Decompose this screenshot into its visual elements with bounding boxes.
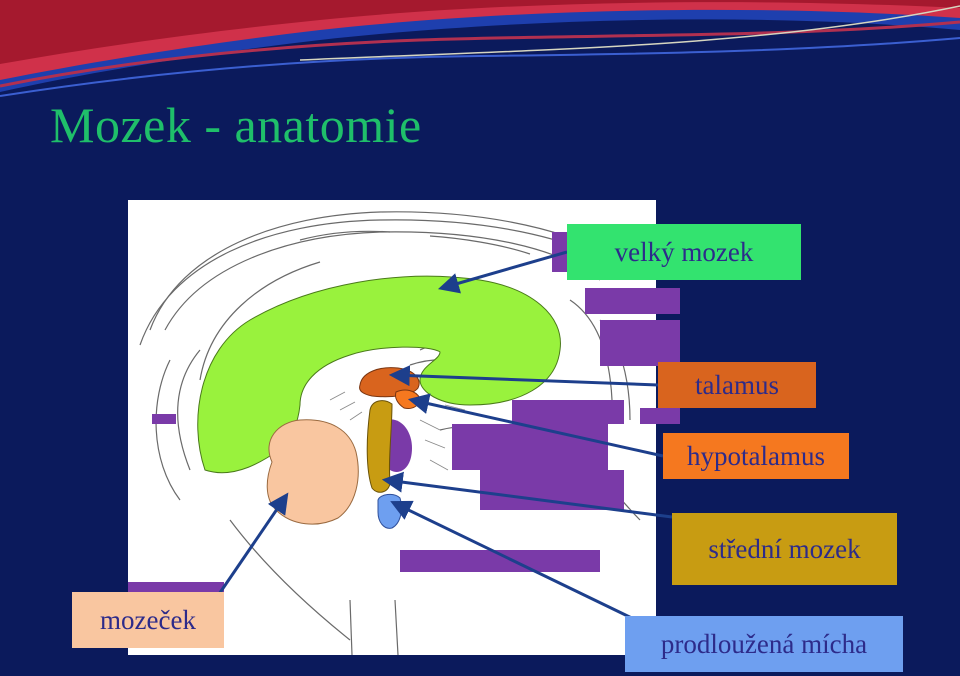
arrow-thalamus: [388, 365, 659, 387]
midbrain-region: [366, 400, 393, 493]
slide-title: Mozek - anatomie: [50, 97, 422, 153]
label-medulla: prodloužená mícha: [625, 616, 903, 672]
label-cerebrum: velký mozek: [567, 224, 801, 280]
label-midbrain: střední mozek: [672, 513, 897, 585]
pointer-arrows: [213, 250, 673, 624]
arrow-cerebellum: [213, 492, 289, 601]
arrow-hypothalamus: [407, 393, 664, 458]
header-swoosh: [0, 0, 960, 97]
label-covers: [128, 232, 680, 594]
cerebellum-region: [266, 419, 359, 525]
label-hypothalamus: hypotalamus: [663, 433, 849, 479]
arrow-cerebrum: [437, 250, 568, 294]
label-thalamus: talamus: [658, 362, 816, 408]
arrow-medulla: [390, 500, 641, 624]
arrow-midbrain: [381, 471, 673, 519]
label-cerebellum: mozeček: [72, 592, 224, 648]
